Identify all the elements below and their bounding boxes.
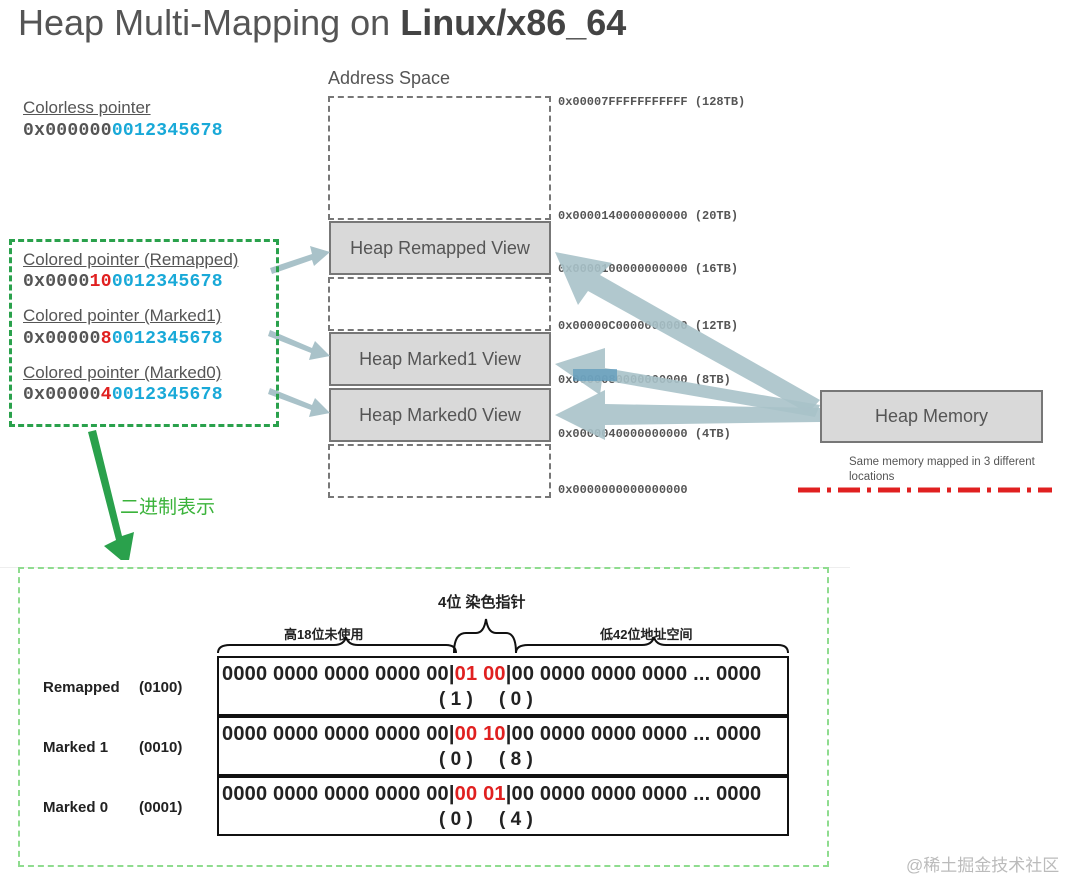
binary-representation-label: 二进制表示 xyxy=(120,497,216,518)
bit-row-marked0: 0000 0000 0000 0000 00|00 01|00 0000 000… xyxy=(217,776,789,836)
bit-sub-2: ( 8 ) xyxy=(499,749,533,770)
colored-pointer-marked1-label: Colored pointer (Marked1) xyxy=(23,306,222,325)
colored-pointer-marked1-value: 0x0000080012345678 xyxy=(23,329,223,349)
braces xyxy=(217,618,789,654)
row-marked0-name: Marked 0 xyxy=(43,799,109,816)
arrow-to-marked1 xyxy=(555,348,820,417)
row-marked1-code: (0010) xyxy=(139,739,183,756)
bit-sub-1: ( 0 ) xyxy=(439,809,473,830)
page-title: Heap Multi-Mapping on Linux/x86_64 xyxy=(18,2,627,43)
arrow-remapped-pointer xyxy=(270,246,330,274)
address-space-label: Address Space xyxy=(328,68,451,88)
bit-string: 0000 0000 0000 0000 00|00 10|00 0000 000… xyxy=(222,723,762,745)
brace-color xyxy=(453,618,517,654)
heap-marked0-view: Heap Marked0 View xyxy=(329,388,551,442)
colorless-pointer-label: Colorless pointer xyxy=(23,98,151,117)
row-remapped-name: Remapped xyxy=(43,679,120,696)
colored-pointers-box xyxy=(9,239,279,427)
mapping-arrows xyxy=(88,246,820,560)
address-zero: 0x0000000000000000 xyxy=(558,483,688,497)
brace-unused xyxy=(217,636,457,654)
highlight-8tb xyxy=(573,369,617,381)
address-128tb: 0x00007FFFFFFFFFFF (128TB) xyxy=(558,95,746,109)
colorless-pointer-value: 0x0000000012345678 xyxy=(23,121,223,141)
row-remapped-code: (0100) xyxy=(139,679,183,696)
address-20tb: 0x0000140000000000 (20TB) xyxy=(558,209,739,223)
row-marked1-name: Marked 1 xyxy=(43,739,109,756)
binary-panel xyxy=(18,567,829,867)
address-bits-label: 低42位地址空间 xyxy=(600,627,693,642)
colored-pointer-marked0-value: 0x0000040012345678 xyxy=(23,385,223,405)
brace-address xyxy=(515,636,789,654)
arrow-marked0-pointer xyxy=(268,388,330,417)
arrow-to-remapped xyxy=(555,252,820,413)
bit-row-remapped: 0000 0000 0000 0000 00|01 00|00 0000 000… xyxy=(217,656,789,716)
bit-string: 0000 0000 0000 0000 00|01 00|00 0000 000… xyxy=(222,663,762,685)
colored-pointer-marked0-label: Colored pointer (Marked0) xyxy=(23,363,222,382)
arrow-marked1-pointer xyxy=(268,330,330,360)
colored-pointer-remapped-label: Colored pointer (Remapped) xyxy=(23,250,239,269)
colored-pointer-remapped-value: 0x0000100012345678 xyxy=(23,272,223,292)
bit-string: 0000 0000 0000 0000 00|00 01|00 0000 000… xyxy=(222,783,762,805)
address-region-top xyxy=(328,96,551,220)
arrow-to-marked0 xyxy=(555,390,820,440)
heap-memory-box: Heap Memory xyxy=(820,390,1043,443)
bit-sub-1: ( 1 ) xyxy=(439,689,473,710)
row-marked0-code: (0001) xyxy=(139,799,183,816)
heap-marked1-view: Heap Marked1 View xyxy=(329,332,551,386)
unused-bits-label: 高18位未使用 xyxy=(284,627,364,642)
bit-sub-2: ( 0 ) xyxy=(499,689,533,710)
bit-row-marked1: 0000 0000 0000 0000 00|00 10|00 0000 000… xyxy=(217,716,789,776)
bit-sub-1: ( 0 ) xyxy=(439,749,473,770)
heap-remapped-view: Heap Remapped View xyxy=(329,221,551,275)
address-region-bottom xyxy=(328,444,551,498)
watermark: @稀土掘金技术社区 xyxy=(906,856,1060,875)
binary-arrow xyxy=(88,430,134,560)
address-region-gap xyxy=(328,277,551,331)
red-dash-line xyxy=(798,487,1052,493)
heap-memory-note: Same memory mapped in 3 different locati… xyxy=(849,456,1035,483)
color-bits-title: 4位 染色指针 xyxy=(438,594,526,611)
bit-sub-2: ( 4 ) xyxy=(499,809,533,830)
